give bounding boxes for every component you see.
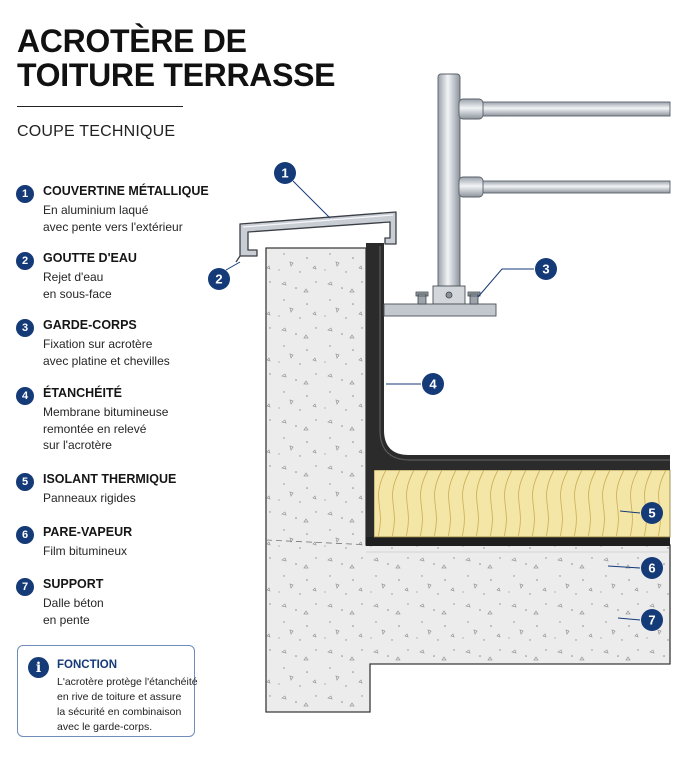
callout-7: 7: [641, 609, 663, 631]
callout-number: 4: [429, 377, 437, 392]
legend-number: 7: [16, 578, 34, 596]
info-text-line: la sécurité en combinaison: [57, 706, 182, 718]
legend-desc-line: sur l'acrotère: [43, 438, 112, 452]
callout-3: 3: [535, 258, 557, 280]
legend-desc: Membrane bitumineuse remontée en relevé …: [43, 404, 168, 454]
info-text-line: L'acrotère protège l'étanchéité: [57, 676, 198, 688]
cold-joint-line: [265, 539, 373, 546]
anchor-bolt-left: [415, 291, 429, 305]
legend-number: 5: [16, 473, 34, 491]
title-divider: [17, 106, 183, 107]
callout-5: 5: [641, 502, 663, 524]
legend-title: ÉTANCHÉITÉ: [43, 386, 122, 400]
legend-desc: Film bitumineux: [43, 543, 127, 560]
anchor-bolt-right: [467, 291, 481, 305]
legend-desc-line: Film bitumineux: [43, 544, 128, 558]
callout-number: 6: [648, 561, 655, 576]
info-text-line: en rive de toiture et assure: [57, 691, 182, 703]
legend-desc-line: Panneaux rigides: [43, 491, 136, 505]
info-text-line: avec le garde-corps.: [57, 721, 153, 733]
legend-desc-line: en sous-face: [43, 286, 112, 301]
legend-desc-line: Membrane bitumineuse: [43, 405, 169, 419]
callout-number: 7: [648, 613, 655, 628]
legend-desc-line: avec platine et chevilles: [43, 353, 170, 368]
legend-title: GOUTTE D'EAU: [43, 251, 137, 265]
legend-title: SUPPORT: [43, 577, 104, 591]
metal-coping: [239, 211, 397, 257]
rail-connector-top: [458, 98, 484, 120]
vapor-barrier: [366, 537, 670, 546]
legend-number: 4: [16, 387, 34, 405]
legend-desc-line: Rejet d'eau: [43, 270, 104, 284]
info-box: i FONCTION L'acrotère protège l'étanchéi…: [17, 645, 198, 737]
page-title: ACROTÈRE DE TOITURE TERRASSE: [17, 23, 336, 93]
subtitle: COUPE TECHNIQUE: [17, 123, 176, 140]
waterproofing-membrane: [366, 243, 670, 537]
legend-desc: Panneaux rigides: [43, 490, 136, 507]
callout-4: 4: [422, 373, 444, 395]
legend-desc-line: avec pente vers l'extérieur: [43, 219, 183, 234]
info-icon: i: [28, 657, 49, 678]
leader-lines: [225, 180, 641, 621]
insulation-fibers: [377, 469, 667, 538]
legend-number: 1: [16, 185, 34, 203]
legend-title: GARDE-CORPS: [43, 318, 137, 332]
insulation-panels: [373, 469, 671, 538]
legend-title: COUVERTINE MÉTALLIQUE: [43, 184, 209, 198]
membrane-highlight: [379, 246, 670, 461]
title-line-2: TOITURE TERRASSE: [17, 57, 336, 93]
legend-desc-line: Dalle béton: [43, 596, 104, 610]
callout-1: 1: [274, 162, 296, 184]
legend-title: PARE-VAPEUR: [43, 525, 133, 539]
legend-desc: En aluminium laqué avec pente vers l'ext…: [43, 202, 183, 235]
drip-edge: [235, 255, 241, 263]
legend-number: 2: [16, 252, 34, 270]
callout-2: 2: [208, 268, 230, 290]
legend-desc-line: En aluminium laqué: [43, 203, 149, 217]
legend-desc-line: en pente: [43, 612, 90, 627]
guardrail-mid-rail: [457, 180, 671, 194]
legend-desc: Rejet d'eau en sous-face: [43, 269, 112, 302]
legend-desc-line: remontée en relevé: [43, 421, 147, 436]
legend-title: ISOLANT THERMIQUE: [43, 472, 177, 486]
base-plate: [383, 303, 497, 317]
info-text: L'acrotère protège l'étanchéité en rive …: [57, 675, 198, 735]
guardrail-post: [437, 73, 461, 293]
callout-6: 6: [641, 557, 663, 579]
callout-number: 2: [215, 272, 222, 287]
title-line-1: ACROTÈRE DE: [17, 23, 247, 59]
legend-number: 3: [16, 319, 34, 337]
info-title: FONCTION: [57, 659, 118, 671]
guardrail: [383, 73, 671, 317]
callout-number: 3: [542, 262, 549, 277]
legend-desc-line: Fixation sur acrotère: [43, 337, 153, 351]
bracket-bolt: [445, 291, 453, 299]
rail-connector-mid: [458, 176, 484, 198]
legend-desc: Dalle béton en pente: [43, 595, 104, 628]
coping-top-highlight: [242, 214, 394, 228]
legend-number: 6: [16, 526, 34, 544]
guardrail-top-rail: [457, 101, 671, 117]
callout-number: 1: [281, 166, 288, 181]
callout-number: 5: [648, 506, 655, 521]
legend-desc: Fixation sur acrotère avec platine et ch…: [43, 336, 170, 369]
